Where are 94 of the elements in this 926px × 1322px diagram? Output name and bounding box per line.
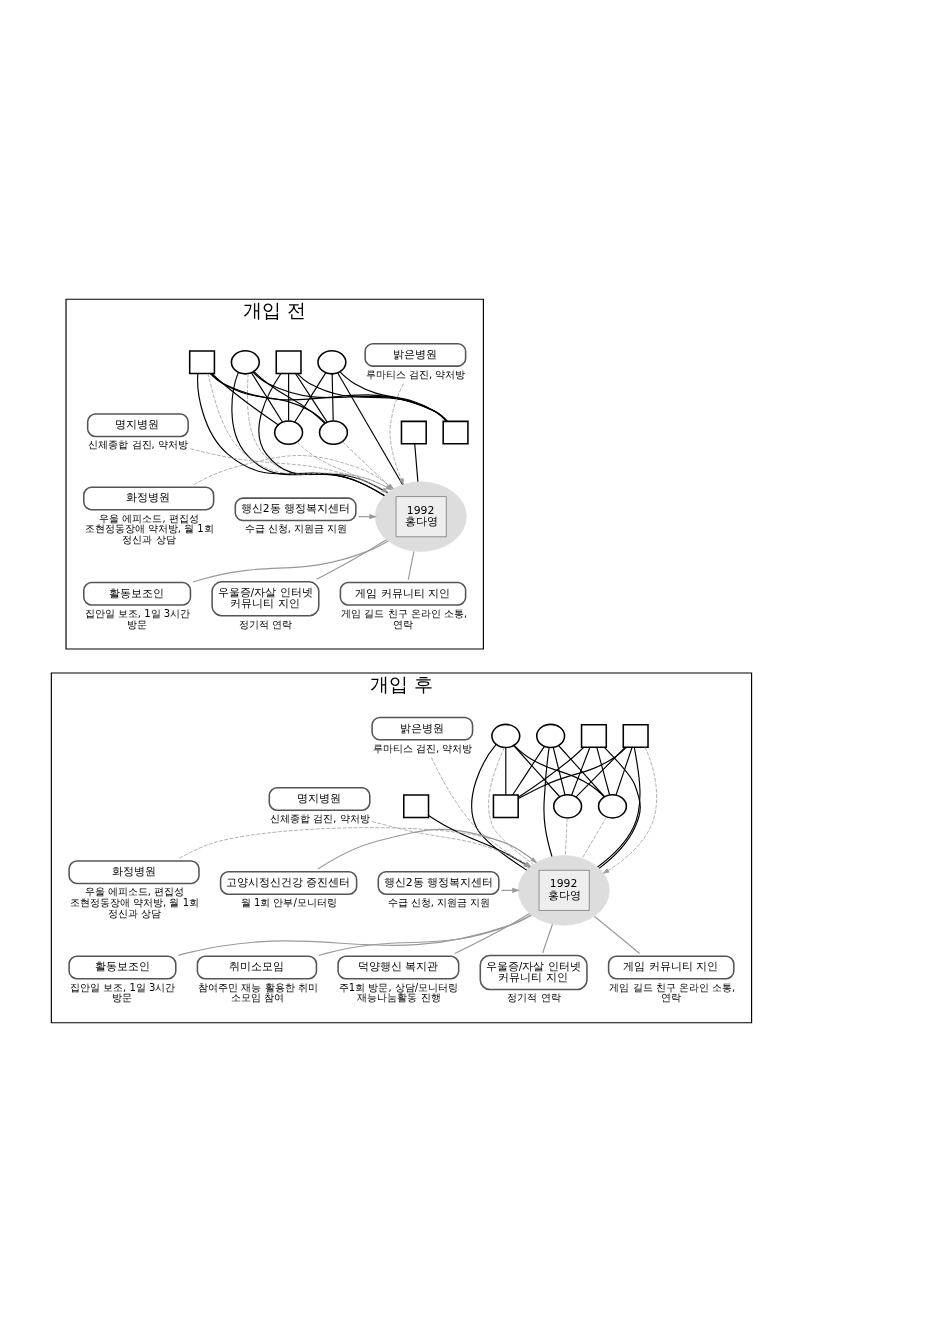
node-label: 신체종합 검진, 약처방 [88,439,189,451]
node-box [403,794,430,819]
connector [253,371,326,424]
connector [177,914,532,956]
node-box: 우울증/자살 인터넷 커뮤니티 지인 [211,581,320,617]
connector [296,373,448,422]
node-box: 화정병원 [68,860,200,885]
connector [565,817,568,856]
arrow [389,383,404,485]
connector [615,746,633,796]
arrow [193,455,394,490]
connector [288,372,290,422]
node-label: 정기적 연락 [507,992,561,1004]
node-box: 게임 커뮤니티 지인 [339,581,467,606]
node-box: 행신2동 행정복지센터 [377,871,500,895]
connector [571,746,591,796]
connector [231,371,385,497]
connector [552,746,566,796]
node-box: 밝은병원 [371,716,474,741]
connector [210,373,326,424]
node-box [400,420,427,445]
connector [318,914,532,957]
connector [316,539,387,580]
connector [414,443,419,483]
connector [209,373,448,422]
node-label: 참여주민 재능 활용한 취미 소모임 참여 [198,981,318,1004]
connector [542,923,554,954]
node-label: 집안일 보조, 1일 3시간 방문 [69,981,176,1004]
connector [593,915,641,955]
node-box [622,724,649,748]
node-circle [230,349,261,375]
connector [454,913,531,955]
node-label: 루마티스 검진, 약처방 [365,369,466,381]
connector [517,746,628,800]
node-circle [318,420,349,445]
connector [581,816,608,859]
node-label: 게임 길드 친구 온라인 소통, 연락 [341,607,468,630]
node-box [580,724,608,748]
node-box: 활동보조인 [83,581,192,606]
node-label: 신체종합 검진, 약처방 [270,813,370,825]
connector [517,746,585,798]
node-label: 정기적 연락 [239,618,293,630]
arrow [179,827,537,863]
node-label: 수급 신청, 지원금 지원 [244,523,348,535]
node-label: 수급 신청, 지원금 지원 [387,897,491,909]
node-circle [273,420,304,445]
node-box: 활동보조인 [68,955,177,980]
connector [512,746,545,796]
connector [342,441,393,490]
node-box: 명지병원 [86,413,189,438]
node-circle [552,793,583,819]
connector [543,747,553,858]
connector [211,372,279,426]
connector [505,747,507,796]
node-box: 우울증/자살 인터넷 커뮤니티 지인 [479,954,588,991]
node-box: 고양시정신건강 증진센터 [219,871,358,895]
connector [488,747,534,865]
node-label: 주1회 방문, 상담/모니터링 재능나눔활동 진행 [338,981,459,1004]
connector [513,745,561,798]
connector [296,441,387,494]
node-circle [317,349,347,375]
connector [575,746,626,798]
node-label: 월 1회 안부/모니터링 [240,897,337,909]
node-box: 화정병원 [83,486,215,511]
node-box: 밝은병원 [364,342,467,367]
connector [513,744,605,798]
connector [339,371,448,422]
node-circle [535,723,566,749]
node-box: 덕양행신 복지관 [337,955,460,980]
node-label: 우울 에피소드, 편집성 조현정동장애 약처방, 월 1회 정신과 상담 [84,512,214,546]
connector [331,373,334,422]
connector [596,746,611,796]
node-label: 게임 길드 친구 온라인 소통, 연락 [609,981,736,1004]
node-box [442,420,469,445]
node-label: 집안일 보조, 1일 3시간 방문 [84,607,191,630]
node-box: 취미소모임 [196,955,318,980]
connector [192,540,389,583]
node-box: 행신2동 행정복지센터 [234,497,357,522]
node-box [275,350,302,375]
arrow [603,746,658,874]
connector [407,550,415,581]
node-circle [597,793,628,819]
connector [337,372,404,486]
arrow [190,448,389,493]
node-box [188,350,216,375]
node-box: 명지병원 [268,787,371,811]
node-circle [491,723,521,749]
node-label: 루마티스 검진, 약처방 [372,742,473,754]
node-box [492,794,519,819]
connector [250,372,283,423]
connector [252,371,448,422]
node-box: 게임 커뮤니티 지인 [607,955,735,980]
node-label: 우울 에피소드, 편집성 조현정동장애 약처방, 월 1회 정신과 상담 [69,886,200,919]
connector [558,745,606,798]
